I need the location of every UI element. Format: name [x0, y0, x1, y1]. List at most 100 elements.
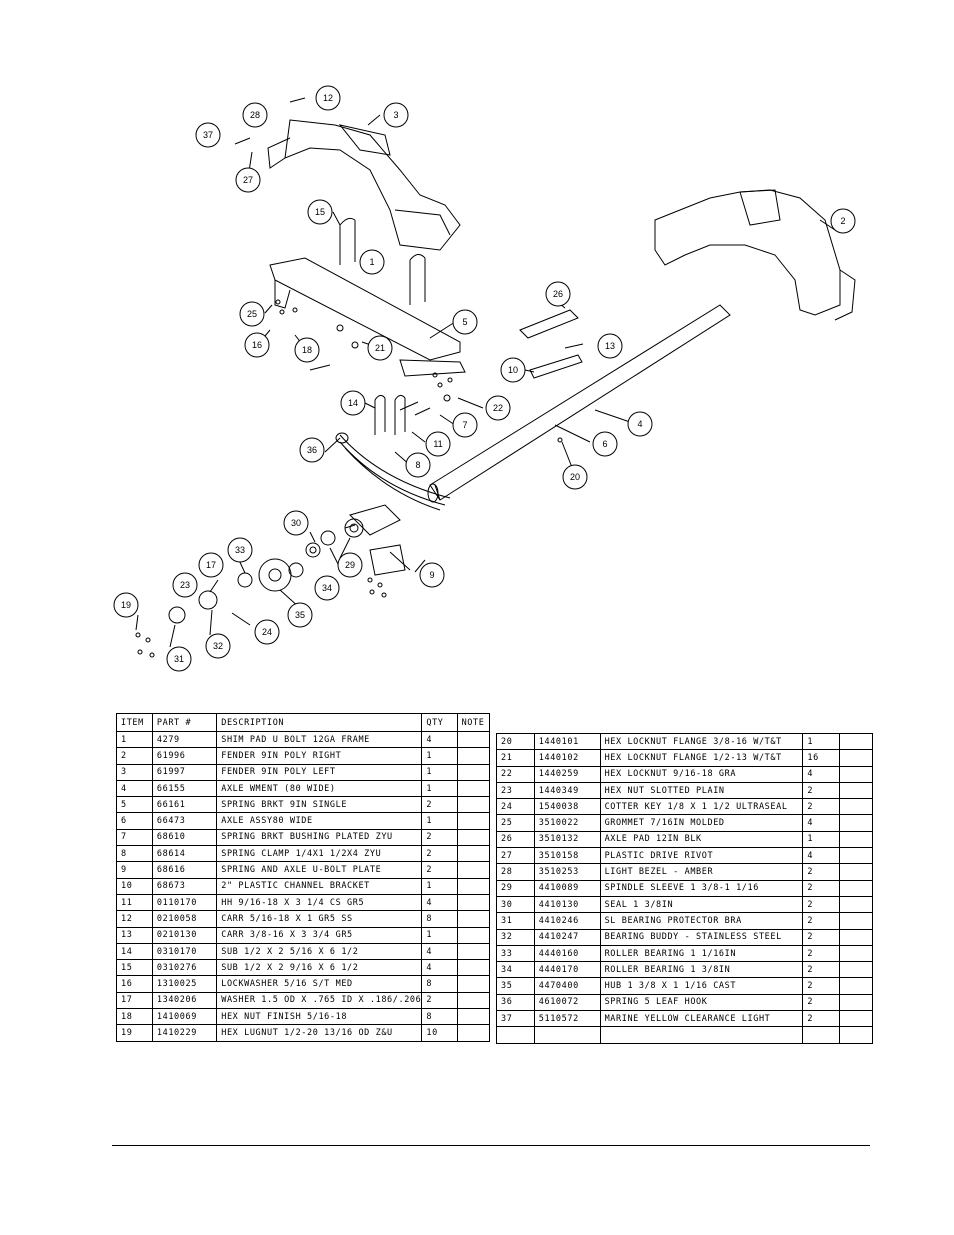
header-item: ITEM	[116, 713, 153, 732]
svg-text:14: 14	[348, 398, 358, 408]
svg-text:7: 7	[462, 420, 467, 430]
svg-text:18: 18	[302, 345, 312, 355]
description-cell: ROLLER BEARING 1 1/16IN	[599, 944, 804, 963]
item-cell: 6	[116, 812, 153, 830]
item-cell: 29	[496, 879, 535, 897]
item-cell: 32	[496, 928, 535, 946]
svg-text:19: 19	[121, 600, 131, 610]
item-cell: 5	[116, 796, 153, 814]
qty-cell	[802, 1026, 841, 1044]
svg-text:34: 34	[322, 583, 332, 593]
right-fender	[654, 189, 856, 321]
qty-cell: 1	[802, 830, 841, 849]
callout-34: 34	[314, 575, 340, 601]
svg-text:9: 9	[429, 570, 434, 580]
header-part-number: PART #	[151, 713, 218, 732]
item-cell: 35	[496, 977, 535, 995]
note-cell	[456, 877, 491, 895]
exploded-assembly-drawing: 12 28 3 37 27 15 1 2 25 16 18 21 5 26 13…	[113, 85, 856, 672]
item-cell: 28	[496, 863, 535, 881]
item-cell: 9	[116, 861, 153, 879]
callout-31: 31	[166, 646, 192, 672]
parts-list-header: ITEM PART # DESCRIPTION QTY NOTE	[116, 713, 491, 732]
part-number-cell: 1410069	[151, 1008, 218, 1026]
note-cell	[456, 763, 491, 781]
item-cell: 15	[116, 959, 153, 977]
note-cell	[839, 847, 873, 865]
qty-cell: 1	[421, 926, 458, 944]
qty-cell: 4	[421, 942, 458, 961]
note-cell	[456, 959, 491, 977]
note-cell	[839, 1010, 873, 1028]
description-cell: AXLE WMENT (80 WIDE)	[216, 779, 423, 798]
qty-cell: 8	[421, 1008, 458, 1026]
description-cell: BEARING BUDDY - STAINLESS STEEL	[599, 928, 804, 946]
part-number-cell: 1410229	[151, 1024, 218, 1042]
svg-text:3: 3	[393, 110, 398, 120]
description-cell: HEX NUT FINISH 5/16-18	[216, 1008, 423, 1026]
description-cell: COTTER KEY 1/8 X 1 1/2 ULTRASEAL	[599, 798, 804, 816]
item-cell: 31	[496, 912, 535, 930]
note-cell	[456, 796, 491, 814]
callout-27: 27	[235, 167, 261, 193]
description-cell: PLASTIC DRIVE RIVOT	[599, 847, 804, 865]
svg-text:2: 2	[840, 216, 845, 226]
leaf-spring	[335, 432, 451, 511]
callout-24: 24	[254, 619, 280, 645]
note-cell	[839, 977, 873, 995]
part-number-cell: 4410246	[533, 912, 601, 930]
svg-text:5: 5	[462, 317, 467, 327]
svg-text:36: 36	[307, 445, 317, 455]
description-cell: CARR 3/8-16 X 3 3/4 GR5	[216, 926, 423, 944]
note-cell	[456, 861, 491, 879]
qty-cell: 2	[802, 928, 841, 946]
description-cell: SPRING AND AXLE U-BOLT PLATE	[216, 861, 423, 879]
part-number-cell: 61997	[151, 763, 218, 781]
note-cell	[839, 798, 873, 816]
part-number-cell: 0110170	[151, 893, 218, 912]
part-number-cell	[533, 1026, 601, 1044]
part-number-cell: 1310025	[151, 975, 218, 993]
item-cell: 3	[116, 763, 153, 781]
part-number-cell: 4410130	[533, 895, 601, 914]
item-cell: 33	[496, 944, 535, 963]
item-cell: 2	[116, 747, 153, 765]
note-cell	[839, 765, 873, 783]
left-fender	[267, 119, 461, 251]
qty-cell: 2	[802, 1010, 841, 1028]
part-number-cell: 3510022	[533, 814, 601, 832]
description-cell: SPRING CLAMP 1/4X1 1/2X4 ZYU	[216, 845, 423, 863]
header-description: DESCRIPTION	[216, 713, 423, 732]
svg-text:1: 1	[369, 257, 374, 267]
description-cell: HEX NUT SLOTTED PLAIN	[599, 781, 804, 800]
callout-19: 19	[113, 592, 139, 618]
callout-28: 28	[242, 102, 268, 128]
callout-20: 20	[562, 464, 588, 490]
item-cell: 16	[116, 975, 153, 993]
note-cell	[456, 730, 491, 749]
callout-11: 11	[425, 431, 451, 457]
item-cell: 25	[496, 814, 535, 832]
qty-cell: 1	[421, 812, 458, 830]
part-number-cell: 0310276	[151, 959, 218, 977]
part-number-cell: 0210058	[151, 910, 218, 928]
svg-text:26: 26	[553, 289, 563, 299]
description-cell: SHIM PAD U BOLT 12GA FRAME	[216, 730, 423, 749]
note-cell	[839, 879, 873, 897]
part-number-cell: 68673	[151, 877, 218, 895]
callout-30: 30	[283, 510, 309, 536]
callout-9: 9	[419, 562, 445, 588]
